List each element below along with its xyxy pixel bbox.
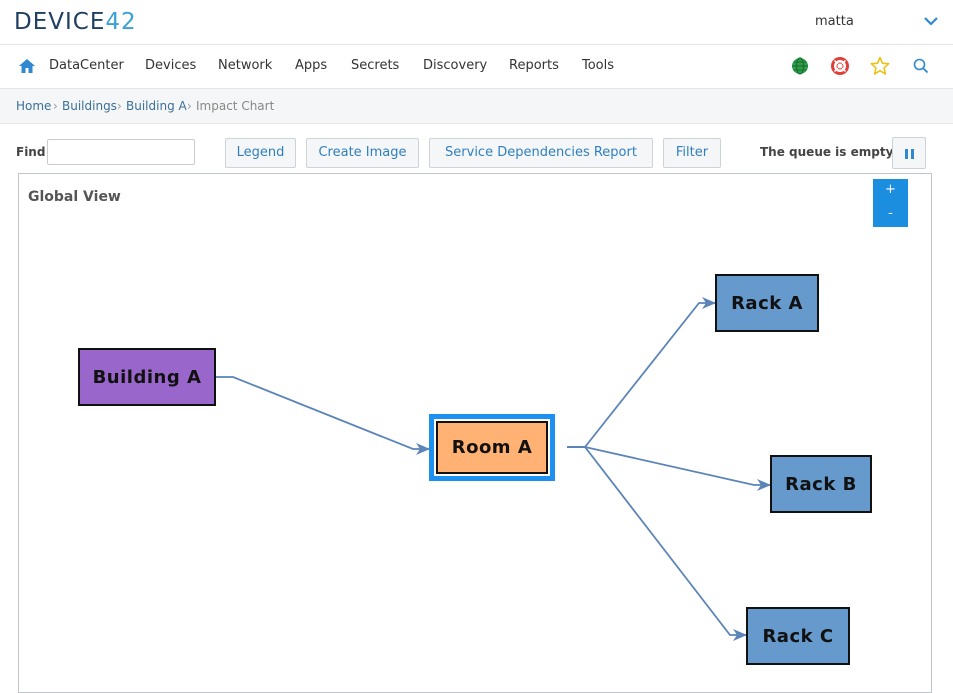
device42-logo[interactable]: DEVICE42 [14,9,137,35]
service-dependencies-report-button[interactable]: Service Dependencies Report [429,138,653,168]
logo-text: DEVICE [14,9,106,35]
node-room-a-box: Room A [436,421,548,474]
star-icon[interactable] [870,56,890,76]
nav-tools[interactable]: Tools [582,58,615,73]
nav-secrets[interactable]: Secrets [351,58,400,73]
breadcrumb: Home › Buildings › Building A › Impact C… [0,89,953,124]
node-rack-c[interactable]: Rack C [746,607,850,665]
help-lifebuoy-icon[interactable] [830,56,850,76]
home-icon[interactable] [18,57,36,75]
node-rack-a[interactable]: Rack A [715,274,819,332]
nav-network[interactable]: Network [218,58,273,73]
logo-number: 42 [105,9,137,35]
find-label: Find [16,145,46,159]
node-rack-b[interactable]: Rack B [770,455,872,513]
breadcrumb-building-a[interactable]: Building A [126,99,187,113]
user-menu-name[interactable]: matta [815,14,854,29]
zoom-in-button[interactable]: + [873,179,908,203]
find-input[interactable] [47,139,195,165]
node-building-a[interactable]: Building A [78,348,216,406]
nav-discovery[interactable]: Discovery [423,58,488,73]
filter-button[interactable]: Filter [663,138,721,168]
create-image-button[interactable]: Create Image [306,138,419,168]
breadcrumb-home[interactable]: Home [16,99,52,113]
edge-room-a-to-rack-c [567,446,747,641]
nav-devices[interactable]: Devices [145,58,197,73]
breadcrumb-separator: › [187,99,192,113]
breadcrumb-separator: › [53,99,58,113]
globe-icon[interactable] [790,56,810,76]
edge-building-a-to-room-a [215,376,430,455]
search-icon[interactable] [911,56,931,76]
breadcrumb-buildings[interactable]: Buildings [62,99,117,113]
top-bar: DEVICE42 matta [0,0,953,45]
chevron-down-icon[interactable] [922,12,940,30]
breadcrumb-separator: › [117,99,122,113]
edge-room-a-to-rack-a [567,297,716,448]
nav-datacenter[interactable]: DataCenter [49,58,124,73]
node-room-a[interactable]: Room A [429,414,555,481]
breadcrumb-current: Impact Chart [196,99,275,113]
dependency-edges [215,297,771,641]
zoom-out-button[interactable]: - [873,203,908,227]
nav-apps[interactable]: Apps [295,58,328,73]
pause-icon [905,149,908,159]
pause-button[interactable] [892,137,926,169]
pause-icon [911,149,914,159]
edge-room-a-to-rack-b [567,446,771,491]
nav-reports[interactable]: Reports [509,58,559,73]
main-nav: DataCenter Devices Network Apps Secrets … [0,45,953,89]
queue-status: The queue is empty [760,145,894,159]
impact-chart-canvas[interactable]: Global View + - Building A Room A Rack A… [18,173,932,693]
chart-view-title: Global View [28,189,121,205]
legend-button[interactable]: Legend [225,138,296,168]
